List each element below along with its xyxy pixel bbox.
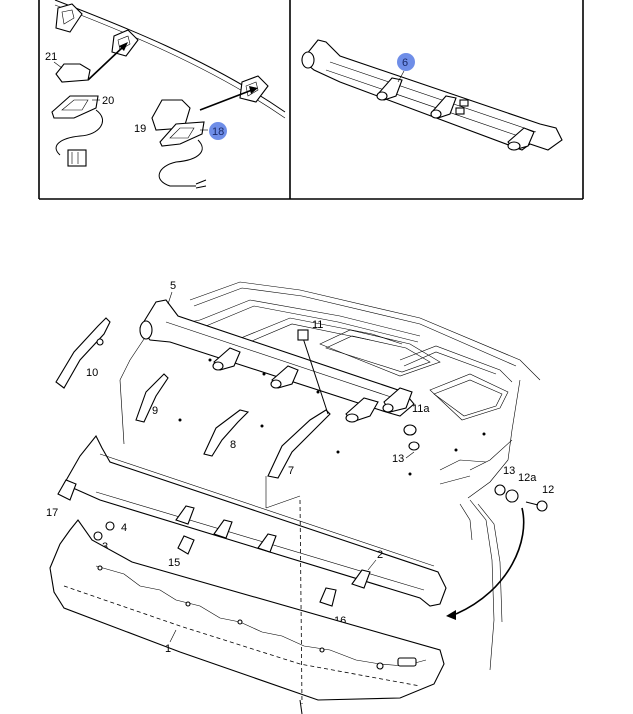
callout-8: 8 [230, 439, 236, 451]
callout-10: 10 [86, 367, 98, 379]
callout-18: 18 [212, 126, 224, 138]
main-exploded-view: 5 10 9 8 7 11 1 [46, 280, 554, 714]
part-20-lamp-housing [51, 95, 99, 119]
callout-20: 20 [102, 95, 114, 107]
part-4-fastener: 4 [105, 521, 127, 534]
callout-11a: 11a [412, 403, 430, 415]
part-12-screw: 12 [446, 484, 554, 620]
callout-9: 9 [152, 405, 158, 417]
callout-1: 1 [165, 643, 171, 655]
callout-17: 17 [46, 507, 58, 519]
roof-lamp-opening [111, 29, 139, 57]
callout-11: 11 [312, 319, 323, 331]
callout-12a: 12a [518, 472, 537, 484]
part-19-lamp-lens [151, 99, 191, 131]
callout-21: 21 [45, 51, 57, 63]
callout-5: 5 [170, 280, 176, 292]
part-10-bracket: 10 [55, 317, 111, 389]
callout-13-upper: 13 [392, 453, 404, 465]
part-1-lower-panel: 1 [49, 499, 445, 714]
callout-13-lower: 13 [503, 465, 515, 477]
callout-7: 7 [288, 465, 294, 477]
callout-4: 4 [121, 522, 127, 534]
callout-2: 2 [377, 549, 383, 561]
part-9-bracket: 9 [135, 373, 169, 423]
part-8-bracket: 8 [203, 409, 250, 457]
connector-block [67, 149, 87, 167]
part-12a-washer: 12a [505, 472, 537, 503]
callout-15: 15 [168, 557, 180, 569]
part-13-washer: 13 [494, 465, 515, 496]
part-6-roof-beam [301, 39, 563, 151]
callout-12: 12 [542, 484, 554, 496]
callout-19: 19 [134, 123, 146, 135]
callout-6: 6 [402, 57, 408, 69]
inset-panel-left: 21 20 19 18 [38, 0, 291, 200]
part-17-clip: 17 [46, 479, 77, 519]
part-5-roof-beam: 5 [139, 280, 415, 423]
part-21-lamp-lens [55, 63, 91, 83]
cab-roof [119, 281, 541, 671]
highlight-badge-18[interactable] [209, 122, 227, 140]
part-15-clip: 15 [168, 535, 195, 569]
highlight-badge-6[interactable] [397, 53, 415, 71]
inset-panel-right: 6 [290, 0, 584, 200]
part-7-bracket: 7 [265, 409, 331, 509]
roof-lamp-opening [55, 3, 83, 33]
part-11a-nut: 11a 13 [392, 403, 430, 465]
part-2-sun-visor: 2 [63, 434, 447, 607]
part-11-bolt: 11 [297, 319, 329, 415]
